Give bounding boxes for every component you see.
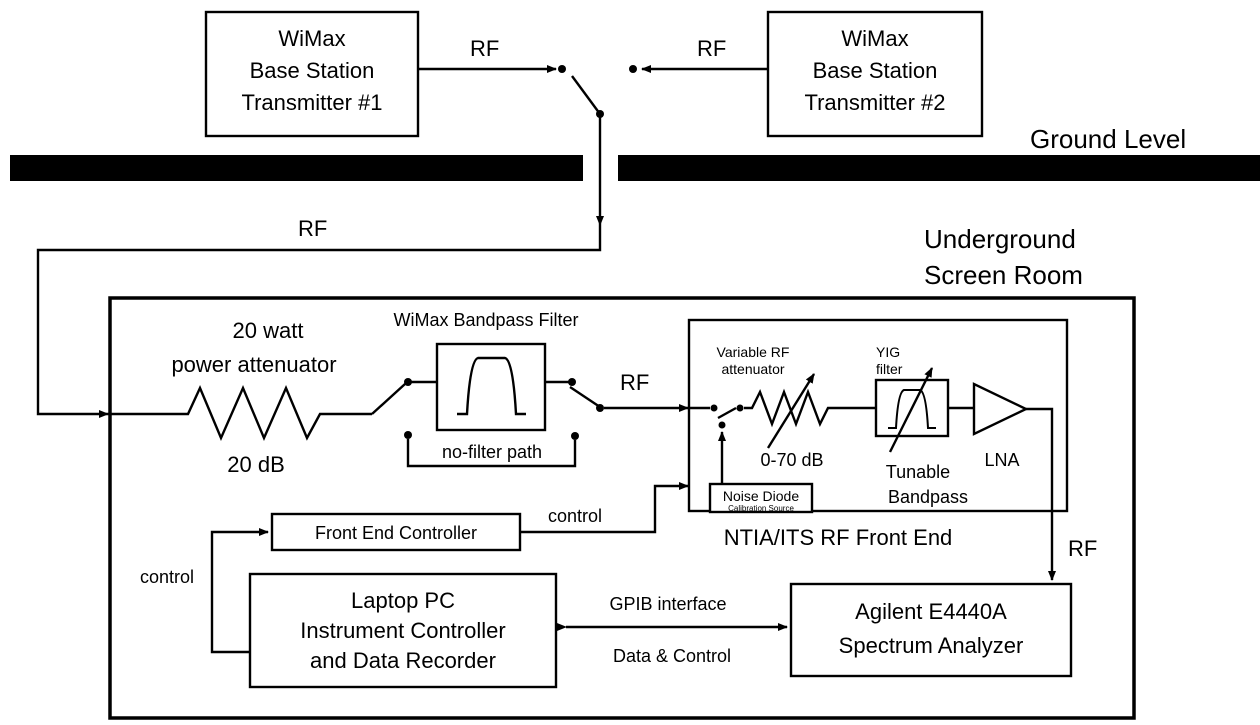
laptop-line-3: and Data Recorder: [310, 648, 496, 673]
rf-label-tx1: RF: [470, 36, 499, 61]
var-atten-range: 0-70 dB: [760, 450, 823, 470]
rf-feed-line: [36, 225, 602, 418]
front-end-switch: [688, 404, 744, 484]
analyzer-line-1: Agilent E4440A: [855, 599, 1007, 624]
rf-label-lna: RF: [1068, 536, 1097, 561]
screen-room-label-2: Screen Room: [924, 260, 1083, 290]
laptop-to-controller-line: [210, 528, 269, 654]
transmitter-2-box: WiMax Base Station Transmitter #2: [766, 10, 984, 138]
rf-label-tx2: RF: [697, 36, 726, 61]
laptop-line-1: Laptop PC: [351, 588, 455, 613]
laptop-line-2: Instrument Controller: [300, 618, 505, 643]
bypass-label: no-filter path: [442, 442, 542, 462]
var-atten-label-2: attenuator: [721, 361, 784, 377]
controller-to-front-end-line: [520, 482, 689, 534]
calibration-source-label: Calibration Source: [728, 504, 794, 513]
tx2-line-1: WiMax: [841, 26, 908, 51]
yig-filter: [874, 367, 974, 453]
rf-selector-switch: [418, 65, 768, 226]
analyzer-line-2: Spectrum Analyzer: [839, 633, 1024, 658]
noise-diode-box: Noise Diode Calibration Source: [708, 482, 814, 514]
tx2-line-3: Transmitter #2: [804, 90, 945, 115]
attenuator-value: 20 dB: [227, 452, 285, 477]
bandpass-filter-box: [435, 342, 547, 432]
tunable-label-1: Tunable: [886, 462, 950, 482]
transmitter-1-box: WiMax Base Station Transmitter #1: [204, 10, 420, 138]
tx1-line-3: Transmitter #1: [241, 90, 382, 115]
ground-bar-right: [618, 155, 1260, 181]
bandpass-response-icon: [457, 356, 526, 416]
rf-label-filter: RF: [620, 370, 649, 395]
bandpass-title: WiMax Bandpass Filter: [393, 310, 578, 330]
noise-diode-label: Noise Diode: [723, 488, 799, 504]
data-control-label: Data & Control: [613, 646, 731, 666]
variable-attenuator: [744, 373, 876, 449]
tx1-line-1: WiMax: [278, 26, 345, 51]
attenuator-title-2: power attenuator: [171, 352, 336, 377]
lna-label: LNA: [984, 450, 1019, 470]
attenuator-title-1: 20 watt: [233, 318, 304, 343]
rf-label-feed: RF: [298, 216, 327, 241]
tx1-line-2: Base Station: [250, 58, 375, 83]
controller-label: Front End Controller: [315, 523, 477, 543]
screen-room-label-1: Underground: [924, 224, 1076, 254]
laptop-box: Laptop PC Instrument Controller and Data…: [248, 572, 558, 689]
front-end-title: NTIA/ITS RF Front End: [724, 525, 953, 550]
screen-room-box: [108, 296, 1136, 720]
var-atten-label-1: Variable RF: [717, 344, 790, 360]
yig-label-2: filter: [876, 361, 903, 377]
power-attenuator-resistor: [108, 384, 372, 442]
lna-amplifier: [972, 382, 1056, 581]
gpib-label: GPIB interface: [609, 594, 726, 614]
ground-level-label: Ground Level: [1030, 124, 1186, 154]
tx2-line-2: Base Station: [813, 58, 938, 83]
yig-label-1: YIG: [876, 344, 900, 360]
control-label-laptop: control: [140, 567, 194, 587]
bandpass-filter-stage: [371, 342, 689, 468]
ground-bar-left: [10, 155, 583, 181]
spectrum-analyzer-box: Agilent E4440A Spectrum Analyzer: [789, 582, 1073, 678]
tunable-label-2: Bandpass: [888, 487, 968, 507]
front-end-controller-box: Front End Controller: [270, 512, 522, 552]
control-label-front-end: control: [548, 506, 602, 526]
